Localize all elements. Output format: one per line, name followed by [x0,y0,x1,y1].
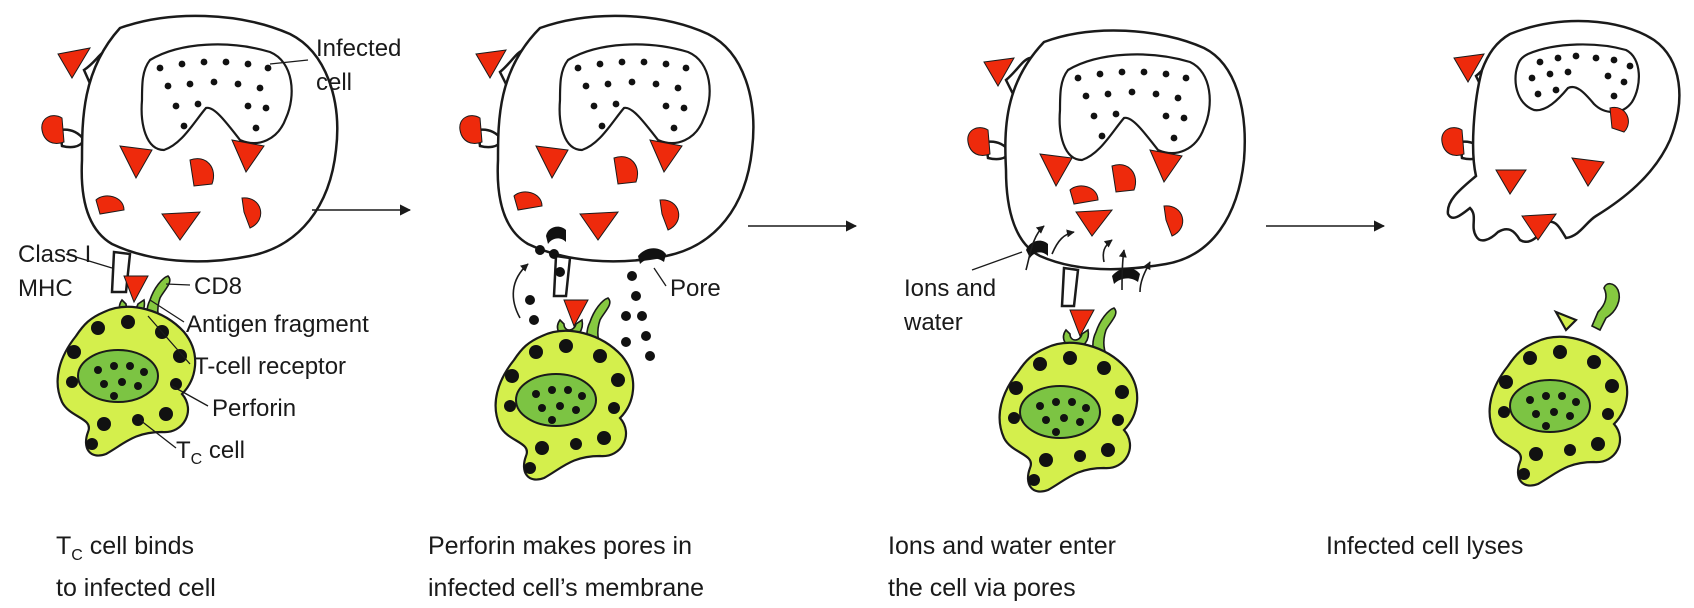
label-antigen-fragment: Antigen fragment [186,311,369,338]
label-cd8: CD8 [194,273,242,300]
label-infected-cell-line2: cell [316,69,352,96]
label-perforin: Perforin [212,395,296,422]
panel-3: Ions and water [903,31,1245,492]
label-ions-water-line2: water [903,309,963,336]
panel-4 [1442,21,1680,486]
label-pore: Pore [670,275,721,302]
label-tc-cell: TC cell [176,437,245,468]
caption-step-3-line1: Ions and water enter [888,532,1116,560]
class1-mhc-1 [112,252,130,292]
caption-step-3-line2: the cell via pores [888,574,1076,602]
caption-step-2-line2: infected cell’s membrane [428,574,704,602]
pore-3b [1112,268,1140,284]
label-ions-water-line1: Ions and [904,275,996,302]
tc-cell-2 [496,331,634,480]
label-class1-line1: Class I [18,241,91,268]
label-infected-cell-line1: Infected [316,35,401,62]
panel-1: Infected cell Class I MHC CD8 Antigen fr… [18,16,401,468]
tc-cell-3 [1000,343,1138,492]
caption-step-4-line1: Infected cell lyses [1326,532,1523,560]
label-class1-line2: MHC [18,275,73,302]
tc-cell-4 [1490,337,1628,486]
antigen-surface-2 [42,116,64,144]
panel-2: Pore [460,16,754,480]
caption-step-1-line2: to infected cell [56,574,216,602]
label-t-cell-receptor: T-cell receptor [194,353,346,380]
tc-cell-1 [58,307,196,456]
antigen-fragment-1 [124,276,148,302]
caption-step-2-line1: Perforin makes pores in [428,532,692,560]
caption-step-1-line1: TC cell binds [56,532,194,564]
